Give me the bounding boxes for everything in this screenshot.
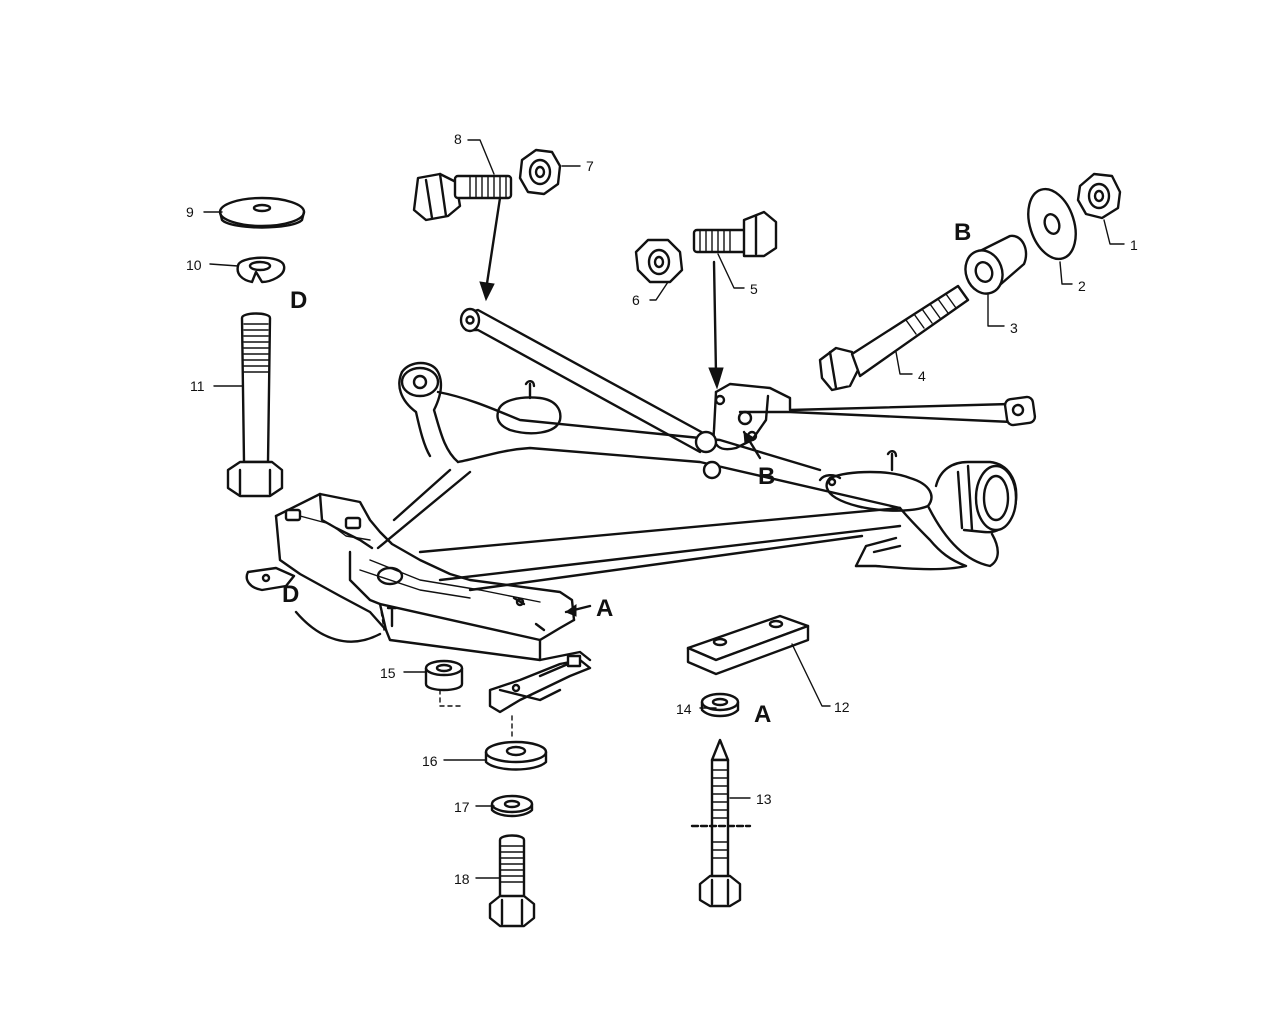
- part-1-nut: [1076, 172, 1122, 220]
- callout-8: 8: [454, 131, 462, 147]
- part-16-washer: [484, 740, 548, 771]
- leader-lines: [203, 139, 1125, 879]
- bolt5-arrowhead: [708, 367, 724, 390]
- d-marker: [386, 606, 398, 628]
- bolt8-arrow: [484, 196, 502, 292]
- ref-b-top: B: [954, 219, 971, 246]
- callout-16: 16: [422, 753, 438, 769]
- part-5-bolt: [692, 210, 778, 258]
- d-arrow: [294, 610, 382, 643]
- callout-6: 6: [632, 292, 640, 308]
- part-11-bolt: [226, 312, 284, 498]
- part-12-plate: [686, 614, 810, 676]
- part-8-bolt: [412, 172, 513, 222]
- ref-d-frame: D: [282, 581, 299, 608]
- callout-15: 15: [380, 665, 396, 681]
- callout-17: 17: [454, 799, 470, 815]
- part-14-washer: [700, 692, 740, 718]
- callout-12: 12: [834, 699, 850, 715]
- part-18-bolt: [488, 834, 536, 928]
- callout-2: 2: [1078, 278, 1086, 294]
- callout-9: 9: [186, 204, 194, 220]
- bolt5-arrow: [712, 260, 718, 376]
- part-6-nut: [634, 238, 684, 284]
- part-15-bushing: [424, 659, 464, 692]
- callout-18: 18: [454, 871, 470, 887]
- callout-13: 13: [756, 791, 772, 807]
- callout-14: 14: [676, 701, 692, 717]
- part-13-bolt: [690, 738, 752, 908]
- callout-11: 11: [190, 378, 205, 394]
- part-10-clip: [236, 256, 286, 284]
- callout-labels: 1 2 3 4 5 6 7 8 9 10 11 12 13 14 15 16 1…: [186, 131, 1138, 887]
- callout-10: 10: [186, 257, 202, 273]
- callout-3: 3: [1010, 320, 1018, 336]
- part-3-bushing: [964, 234, 1028, 295]
- b-arrowhead: [743, 431, 755, 445]
- reference-letters: B B D D A A: [282, 219, 971, 728]
- a-arrowhead: [564, 604, 577, 617]
- callout-4: 4: [918, 368, 926, 384]
- ref-a-frame: A: [596, 595, 613, 622]
- part-9-washer: [218, 196, 306, 229]
- callout-5: 5: [750, 281, 758, 297]
- subframe: [245, 307, 1037, 739]
- callout-1: 1: [1130, 237, 1138, 253]
- ref-a-parts: A: [754, 701, 771, 728]
- bolt8-arrowhead: [479, 281, 495, 302]
- ref-d-top: D: [290, 287, 307, 314]
- part-2-washer: [1027, 187, 1077, 261]
- part-7-nut: [518, 148, 562, 196]
- part-17-washer: [490, 794, 534, 818]
- part-4-bolt: [818, 284, 970, 392]
- callout-7: 7: [586, 158, 594, 174]
- ref-b-frame: B: [758, 463, 775, 490]
